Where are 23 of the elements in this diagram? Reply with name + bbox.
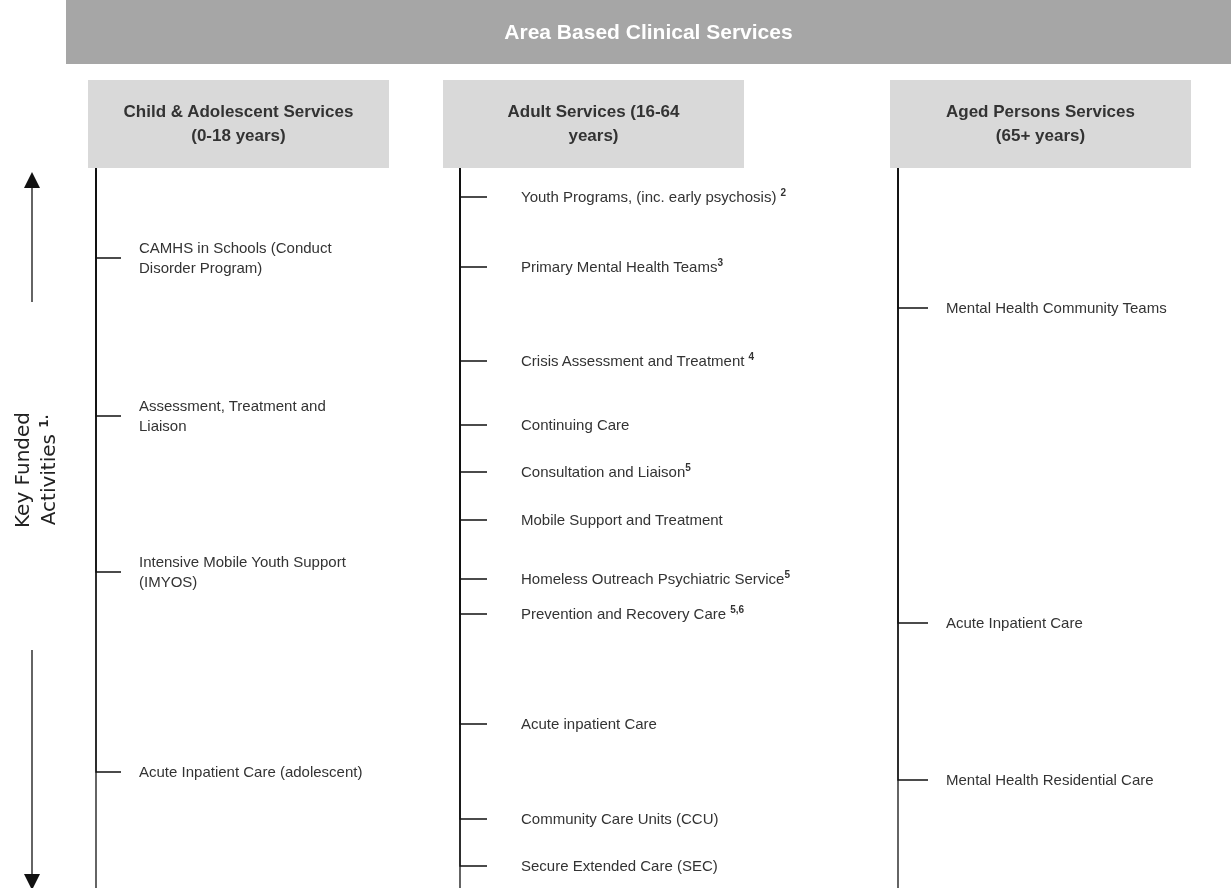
service-item: Mental Health Residential Care	[928, 770, 1208, 790]
service-item: Community Care Units (CCU)	[487, 809, 817, 829]
service-item: Acute Inpatient Care	[928, 613, 1208, 633]
service-item: Mobile Support and Treatment	[487, 510, 817, 530]
service-item: CAMHS in Schools (Conduct Disorder Program)	[121, 238, 371, 278]
service-item: Homeless Outreach Psychiatric Service$^{5}$	[487, 569, 817, 589]
service-item: Consultation and Liaison$^{5}$	[487, 462, 817, 482]
service-item: Primary Mental Health Teams$^{3}$	[487, 257, 817, 277]
service-item: Intensive Mobile Youth Support (IMYOS)	[121, 552, 371, 592]
service-item: Youth Programs, (inc. early psychosis) $^{2}$	[487, 187, 817, 207]
service-item: Crisis Assessment and Treatment $^{4}$	[487, 351, 817, 371]
service-item: Continuing Care	[487, 415, 817, 435]
service-item: Secure Extended Care (SEC)	[487, 856, 817, 876]
column-header: Child & Adolescent Services (0-18 years)	[88, 80, 389, 168]
service-item: Acute Inpatient Care (adolescent)	[121, 762, 371, 782]
title-band: Area Based Clinical Services	[66, 0, 1231, 64]
service-item: Acute inpatient Care	[487, 714, 817, 734]
service-item: Prevention and Recovery Care $^{5,6}$	[487, 604, 817, 624]
column-header: Aged Persons Services (65+ years)	[890, 80, 1191, 168]
service-item: Assessment, Treatment and Liaison	[121, 396, 371, 436]
service-item: Mental Health Community Teams	[928, 298, 1208, 318]
column-header: Adult Services (16-64 years)	[443, 80, 744, 168]
tree-branch-line	[897, 167, 929, 781]
